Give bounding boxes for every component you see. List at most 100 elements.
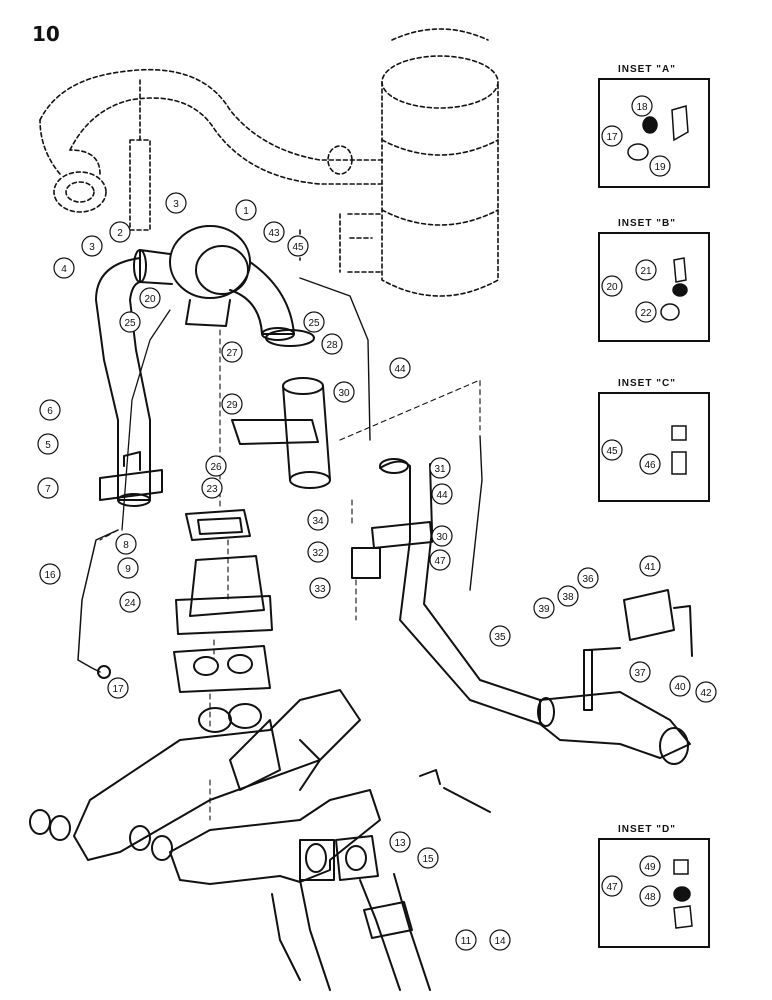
callout-23: 23: [201, 477, 223, 499]
callout-9: 9: [117, 557, 139, 579]
svg-text:45: 45: [606, 446, 618, 457]
callout-6: 6: [39, 399, 61, 421]
inset-a-title: INSET "A": [618, 64, 676, 75]
callout-43: 43: [263, 221, 285, 243]
callout-37: 37: [629, 661, 651, 683]
svg-text:13: 13: [394, 838, 406, 849]
callout-45: 45: [287, 235, 309, 257]
callout-47: 47: [429, 549, 451, 571]
inset-a-callout-17: 17: [601, 125, 623, 147]
callout-11: 11: [455, 929, 477, 951]
callout-32: 32: [307, 541, 329, 563]
svg-text:49: 49: [644, 862, 656, 873]
svg-text:11: 11: [461, 936, 472, 947]
inset-d-callout-48: 48: [639, 885, 661, 907]
callout-35: 35: [489, 625, 511, 647]
inset-c-callout-46: 46: [639, 453, 661, 475]
air-cleaner-drawing: [39, 28, 499, 297]
callout-29: 29: [221, 393, 243, 415]
callout-44b: 44: [431, 483, 453, 505]
callout-8: 8: [115, 533, 137, 555]
svg-text:8: 8: [123, 540, 129, 551]
callout-3b: 3: [81, 235, 103, 257]
svg-text:48: 48: [644, 892, 656, 903]
svg-text:6: 6: [47, 406, 53, 417]
svg-text:20: 20: [144, 294, 156, 305]
inset-d-drawing: [673, 859, 693, 929]
callout-33: 33: [309, 577, 331, 599]
svg-text:34: 34: [312, 516, 324, 527]
inset-b-callout-21: 21: [635, 259, 657, 281]
callout-7: 7: [37, 477, 59, 499]
svg-text:4: 4: [61, 264, 67, 275]
callout-30b: 30: [431, 525, 453, 547]
svg-text:18: 18: [636, 102, 648, 113]
inset-a-drawing: [627, 105, 689, 161]
callout-17: 17: [107, 677, 129, 699]
svg-text:3: 3: [89, 242, 95, 253]
inset-c-title: INSET "C": [618, 378, 676, 389]
svg-text:44: 44: [394, 364, 406, 375]
svg-text:2: 2: [117, 228, 123, 239]
svg-text:39: 39: [538, 604, 550, 615]
svg-text:14: 14: [494, 936, 506, 947]
inset-c-callout-45: 45: [601, 439, 623, 461]
svg-text:26: 26: [210, 462, 222, 473]
svg-text:41: 41: [644, 562, 656, 573]
svg-text:15: 15: [422, 854, 434, 865]
callout-15: 15: [417, 847, 439, 869]
callout-25b: 25: [303, 311, 325, 333]
svg-text:45: 45: [292, 242, 304, 253]
callout-44a: 44: [389, 357, 411, 379]
svg-text:17: 17: [606, 132, 618, 143]
callout-40: 40: [669, 675, 691, 697]
svg-text:3: 3: [173, 199, 179, 210]
svg-text:29: 29: [226, 400, 238, 411]
callout-38: 38: [557, 585, 579, 607]
svg-text:7: 7: [45, 484, 51, 495]
svg-text:30: 30: [436, 532, 448, 543]
callout-26: 26: [205, 455, 227, 477]
svg-text:25: 25: [308, 318, 320, 329]
callout-28: 28: [321, 333, 343, 355]
callout-24: 24: [119, 591, 141, 613]
inset-b-drawing: [660, 257, 688, 321]
svg-text:9: 9: [125, 564, 131, 575]
page-number: 10: [32, 22, 60, 46]
svg-text:5: 5: [45, 440, 51, 451]
svg-text:28: 28: [326, 340, 338, 351]
inset-d-callout-49: 49: [639, 855, 661, 877]
svg-text:38: 38: [562, 592, 574, 603]
svg-text:22: 22: [640, 308, 652, 319]
callout-20: 20: [139, 287, 161, 309]
svg-text:42: 42: [700, 688, 712, 699]
svg-text:25: 25: [124, 318, 136, 329]
turbocharger-drawing: [133, 225, 295, 341]
svg-text:1: 1: [243, 206, 249, 217]
svg-text:40: 40: [674, 682, 686, 693]
callout-14: 14: [489, 929, 511, 951]
callout-39: 39: [533, 597, 555, 619]
inset-a-callout-18: 18: [631, 95, 653, 117]
callout-3a: 3: [165, 192, 187, 214]
svg-text:47: 47: [606, 882, 618, 893]
svg-text:37: 37: [634, 668, 646, 679]
inset-b-callout-22: 22: [635, 301, 657, 323]
callout-34: 34: [307, 509, 329, 531]
callout-36: 36: [577, 567, 599, 589]
svg-text:17: 17: [112, 684, 124, 695]
callout-2: 2: [109, 221, 131, 243]
svg-text:16: 16: [44, 570, 56, 581]
svg-text:47: 47: [434, 556, 446, 567]
svg-text:36: 36: [582, 574, 594, 585]
svg-text:33: 33: [314, 584, 326, 595]
svg-text:32: 32: [312, 548, 324, 559]
inset-b-title: INSET "B": [618, 218, 676, 229]
inset-d-callout-47: 47: [601, 875, 623, 897]
callout-25a: 25: [119, 311, 141, 333]
callout-13: 13: [389, 831, 411, 853]
svg-text:23: 23: [206, 484, 218, 495]
svg-text:24: 24: [124, 598, 136, 609]
callout-42: 42: [695, 681, 717, 703]
